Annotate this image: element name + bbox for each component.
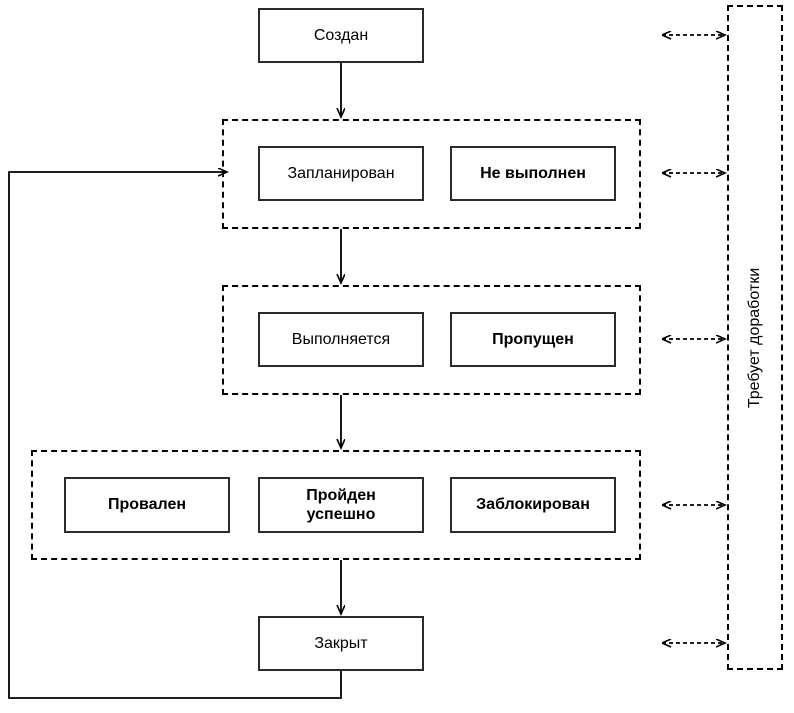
node-planned[interactable]: Запланирован (258, 146, 424, 201)
node-not-run[interactable]: Не выполнен (450, 146, 616, 201)
node-running-label: Выполняется (291, 330, 391, 348)
rework-arrows (662, 35, 725, 643)
node-created-label: Создан (313, 26, 369, 44)
node-failed[interactable]: Провален (64, 477, 230, 533)
rework-band-label: Требует доработки (746, 267, 763, 408)
node-planned-label: Запланирован (287, 164, 395, 182)
node-running[interactable]: Выполняется (258, 312, 424, 367)
node-closed[interactable]: Закрыт (258, 616, 424, 671)
node-passed[interactable]: Пройден успешно (258, 477, 424, 533)
node-blocked-label: Заблокирован (476, 496, 590, 514)
node-created[interactable]: Создан (258, 8, 424, 63)
node-skipped[interactable]: Пропущен (450, 312, 616, 367)
node-passed-label: Пройден успешно (306, 486, 376, 523)
node-blocked[interactable]: Заблокирован (450, 477, 616, 533)
node-not-run-label: Не выполнен (480, 164, 586, 182)
node-skipped-label: Пропущен (492, 330, 574, 348)
rework-band: Требует доработки (727, 5, 783, 670)
node-closed-label: Закрыт (314, 634, 368, 652)
node-failed-label: Провален (107, 496, 187, 514)
